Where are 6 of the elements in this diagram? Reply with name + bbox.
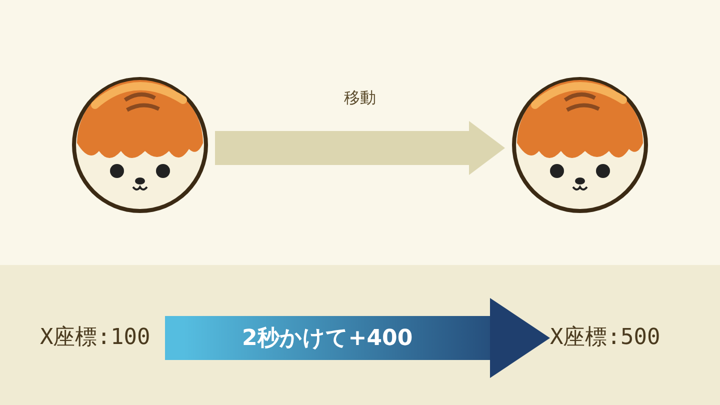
arrow [165, 298, 550, 378]
edge-label: 2秒かけて+400 [242, 325, 413, 353]
coordinate-label: X座標:500 [550, 324, 675, 352]
arrow [215, 121, 505, 175]
coordinate-label: X座標:100 [40, 324, 165, 352]
edge-label: 移動 [344, 88, 376, 108]
